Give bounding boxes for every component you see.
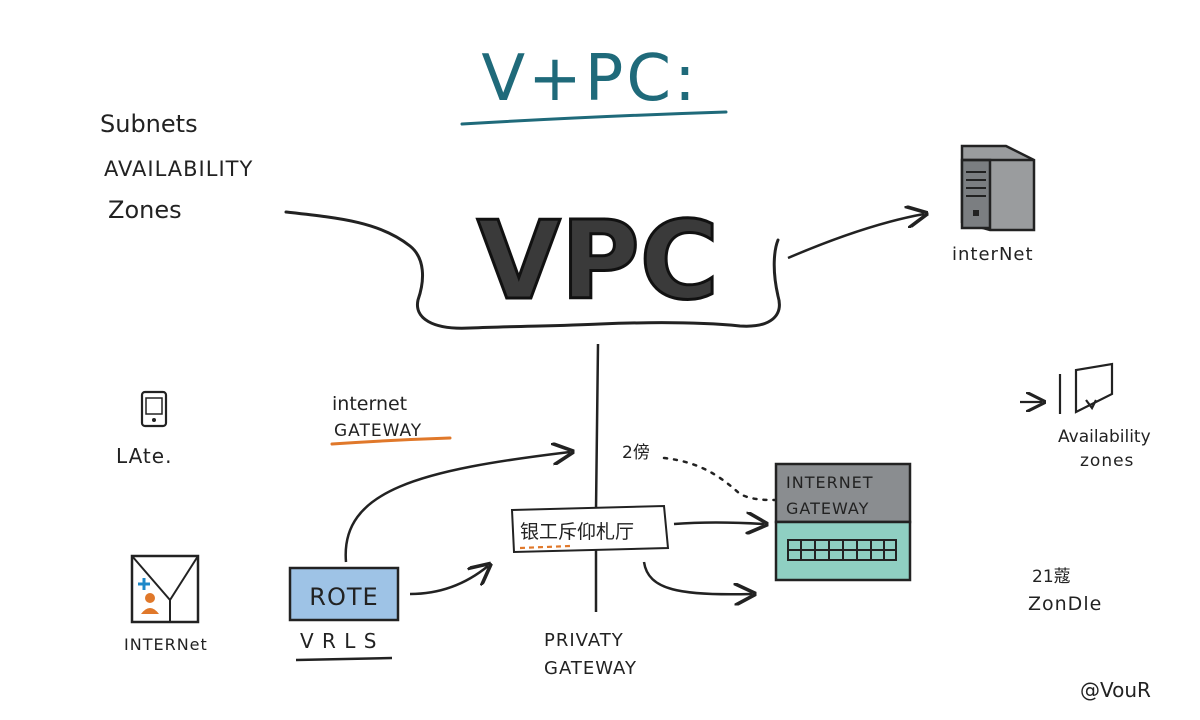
availability-zone-icon — [1058, 362, 1114, 414]
arrow-router-to-gateway — [673, 523, 764, 525]
router-label: 银工斥仰札厅 — [520, 521, 634, 543]
router-box: 银工斥仰札厅 — [510, 504, 670, 554]
internet-gateway-note-line1: internet — [332, 393, 407, 415]
vrls-label: V R L S — [300, 629, 378, 653]
title: V+PC: — [481, 42, 698, 116]
contact-card-icon — [130, 554, 200, 624]
zondle-line1: 21蔻 — [1032, 567, 1071, 587]
arrow-route-right — [409, 566, 488, 596]
internet-gateway-box: INTERNET GATEWAY — [774, 462, 912, 582]
note-availability: AVAILABILITY — [104, 157, 253, 181]
gateway-box-line1: INTERNET — [786, 473, 874, 492]
zondle-line2: ZonDle — [1028, 593, 1102, 615]
signature: @VouR — [1080, 678, 1151, 702]
private-gateway-line2: GATEWAY — [544, 658, 637, 679]
vrls-underline — [295, 656, 393, 662]
internet-label-top: interNet — [952, 244, 1034, 265]
availability-right-line1: Availability — [1058, 427, 1151, 447]
gateway-box-line2: GATEWAY — [786, 499, 869, 518]
server-icon — [960, 144, 1036, 232]
arrow-router-to-gateway-low — [642, 561, 752, 594]
route-box: ROTE — [288, 566, 400, 622]
title-underline — [460, 110, 728, 126]
dotted-link — [662, 456, 778, 502]
gateway-note-underline — [330, 436, 452, 446]
internet-gateway-note-line2: GATEWAY — [334, 421, 422, 441]
vertical-link — [594, 343, 600, 612]
late-label: LAte. — [116, 444, 172, 468]
arrow-to-internet — [787, 214, 924, 260]
vpc-cloud — [284, 210, 781, 330]
note-zones: Zones — [108, 196, 182, 224]
arrow-route-up — [344, 452, 570, 563]
vpc-label: VPC — [477, 199, 719, 324]
mobile-device-icon — [140, 390, 168, 428]
note-subnets: Subnets — [100, 110, 198, 138]
internet-label-bottom: INTERNet — [124, 635, 208, 654]
route-box-label: ROTE — [309, 583, 378, 611]
port-grid — [787, 539, 897, 561]
availability-right-line2: zones — [1080, 451, 1134, 471]
private-gateway-line1: PRIVATY — [544, 630, 624, 651]
small-note: 2傍 — [622, 443, 650, 463]
